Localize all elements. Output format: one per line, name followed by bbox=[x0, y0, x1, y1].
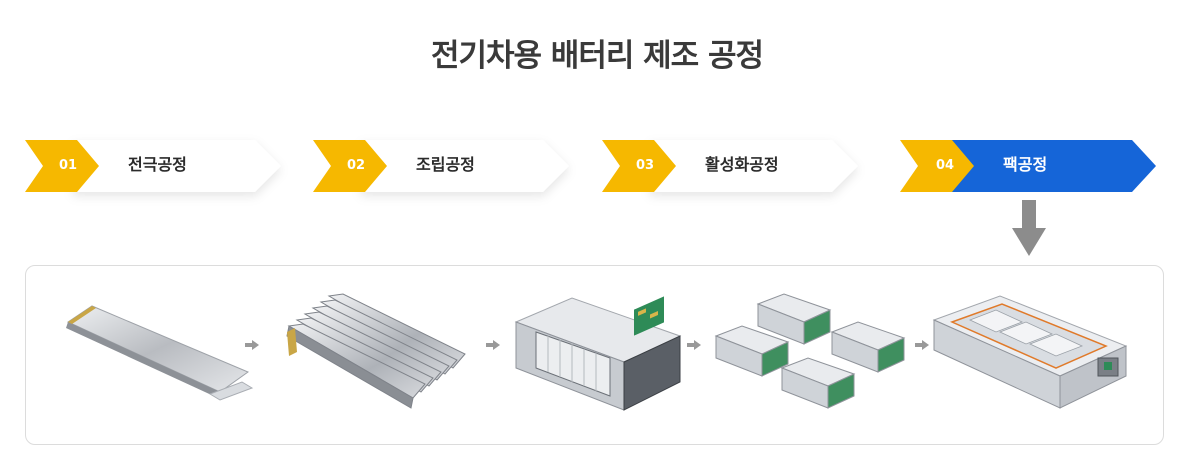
step-04: 04 팩공정 bbox=[900, 140, 1158, 192]
page-title: 전기차용 배터리 제조 공정 bbox=[430, 38, 764, 74]
step-03-shape bbox=[602, 140, 858, 192]
small-arrow-icon bbox=[486, 340, 500, 350]
electrode-sheet-image bbox=[66, 305, 254, 401]
battery-module-image bbox=[514, 296, 682, 411]
step-label: 팩공정 bbox=[1003, 155, 1048, 174]
step-label: 활성화공정 bbox=[705, 155, 779, 174]
step-label: 조립공정 bbox=[416, 155, 475, 174]
step-02-shape bbox=[313, 140, 569, 192]
step-01-shape bbox=[25, 140, 281, 192]
step-number: 02 bbox=[347, 158, 366, 173]
small-arrow-icon bbox=[245, 340, 259, 350]
module-group-image bbox=[714, 293, 906, 409]
stacked-cells-image bbox=[286, 293, 466, 409]
step-01: 01 전극공정 bbox=[25, 140, 283, 192]
step-04-shape bbox=[900, 140, 1156, 192]
step-number: 04 bbox=[936, 158, 955, 173]
step-03: 03 활성화공정 bbox=[602, 140, 860, 192]
small-arrow-icon bbox=[687, 340, 701, 350]
down-arrow-icon bbox=[1012, 200, 1046, 256]
step-number: 01 bbox=[59, 158, 78, 173]
step-02: 02 조립공정 bbox=[313, 140, 571, 192]
small-arrow-icon bbox=[915, 340, 929, 350]
battery-pack-image bbox=[932, 295, 1128, 409]
step-label: 전극공정 bbox=[128, 155, 187, 174]
step-number: 03 bbox=[636, 158, 655, 173]
